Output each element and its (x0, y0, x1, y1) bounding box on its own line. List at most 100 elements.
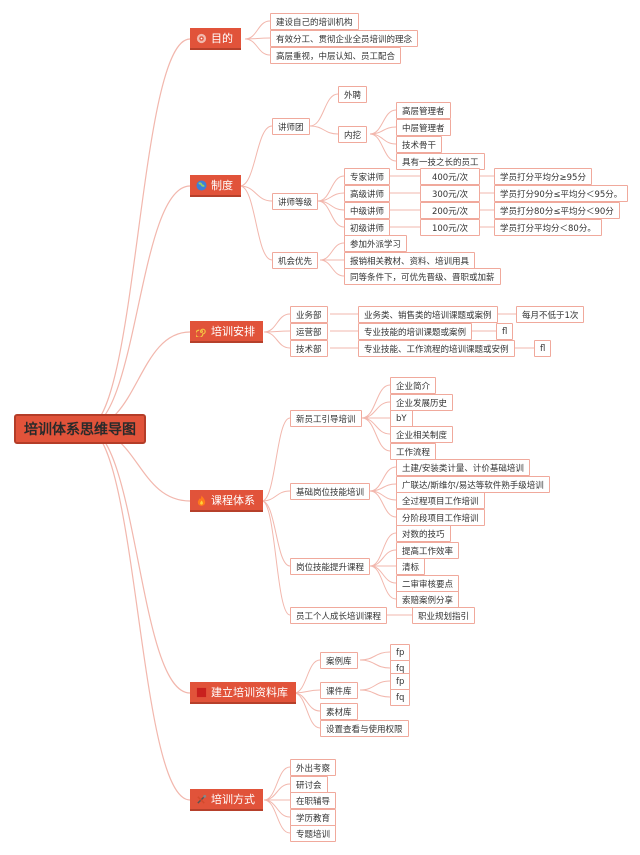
priority-item[interactable]: 报销相关教材、资料、培训用具 (344, 252, 476, 269)
course-item[interactable]: bY (390, 410, 413, 427)
dept-extra[interactable]: fl (496, 323, 514, 340)
level-fee[interactable]: 100元/次 (420, 219, 480, 236)
flame-icon (197, 494, 206, 506)
level-name[interactable]: 高级讲师 (344, 185, 391, 202)
branch-methods[interactable]: 培训方式 (190, 789, 263, 811)
internal-item[interactable]: 技术骨干 (396, 136, 443, 153)
course-item[interactable]: 企业简介 (390, 377, 437, 394)
connector-line (317, 200, 345, 228)
library-group[interactable]: 课件库 (320, 682, 358, 699)
library-group[interactable]: 素材库 (320, 703, 358, 720)
connector-line (244, 38, 271, 56)
branch-schedule[interactable]: 培训安排 (190, 321, 263, 343)
course-item[interactable]: 索赔案例分享 (396, 591, 460, 608)
internal-node[interactable]: 内挖 (338, 126, 368, 143)
connector-line (261, 417, 291, 502)
internal-item[interactable]: 中层管理者 (396, 119, 451, 136)
branch-goal[interactable]: 目的 (190, 28, 241, 50)
internal-item[interactable]: 高层管理者 (396, 102, 451, 119)
connector-line (319, 259, 345, 277)
connector-line (263, 799, 291, 818)
course-item[interactable]: 企业相关制度 (390, 426, 454, 443)
course-item[interactable]: 分阶段项目工作培训 (396, 509, 485, 526)
connector-line (244, 20, 271, 40)
course-item[interactable]: 二审审核要点 (396, 575, 460, 592)
connector-line (359, 651, 391, 661)
connector-line (319, 242, 345, 261)
course-item[interactable]: 提高工作效率 (396, 542, 460, 559)
method-item[interactable]: 学历教育 (290, 809, 337, 826)
branch-library[interactable]: 建立培训资料库 (190, 682, 296, 704)
course-group[interactable]: 基础岗位技能培训 (290, 483, 371, 500)
method-item[interactable]: 研讨会 (290, 776, 328, 793)
method-item[interactable]: 专题培训 (290, 825, 337, 842)
branch-courses[interactable]: 课程体系 (190, 490, 263, 512)
branch-system-label: 制度 (211, 179, 233, 192)
level-fee[interactable]: 300元/次 (420, 185, 480, 202)
dept-extra[interactable]: fl (534, 340, 552, 357)
goal-item[interactable]: 建设自己的培训机构 (270, 13, 359, 30)
dept-node[interactable]: 运营部 (290, 323, 328, 340)
course-item[interactable]: 职业规划指引 (412, 607, 476, 624)
spiral-icon (196, 328, 206, 337)
connector-line (369, 109, 397, 135)
course-group[interactable]: 员工个人成长培训课程 (290, 607, 388, 624)
course-item[interactable]: 企业发展历史 (390, 394, 454, 411)
goal-item[interactable]: 高层重视，中层认知、员工配合 (270, 47, 402, 64)
connector-line (261, 500, 291, 616)
course-item[interactable]: 广联达/斯维尔/易达等软件熟手级培训 (396, 476, 550, 493)
connector-line (369, 549, 397, 567)
connector-line (85, 427, 191, 801)
priority-item[interactable]: 同等条件下，可优先晋级、晋职或加薪 (344, 268, 501, 285)
method-item[interactable]: 外出考察 (290, 759, 337, 776)
level-criteria[interactable]: 学员打分80分≤平均分＜90分 (494, 202, 620, 219)
connector-line (369, 490, 397, 518)
connector-line (239, 125, 273, 187)
connector-line (239, 185, 273, 261)
connector-line (309, 125, 339, 135)
dept-content[interactable]: 专业技能的培训课题或案例 (358, 323, 473, 340)
priority-item[interactable]: 参加外派学习 (344, 235, 408, 252)
course-item[interactable]: 清标 (396, 558, 426, 575)
connector-line (369, 133, 397, 162)
priority-node[interactable]: 机会优先 (272, 252, 319, 269)
lecturers-node[interactable]: 讲师团 (272, 118, 310, 135)
method-item[interactable]: 在职辅导 (290, 792, 337, 809)
level-criteria[interactable]: 学员打分90分≤平均分＜95分。 (494, 185, 629, 202)
goal-item[interactable]: 有效分工、贯彻企业全员培训的理念 (270, 30, 419, 47)
connector-line (359, 680, 391, 691)
root-node[interactable]: 培训体系思维导图 (14, 414, 146, 444)
course-item[interactable]: 工作流程 (390, 443, 437, 460)
connector-line (359, 689, 391, 698)
dept-node[interactable]: 技术部 (290, 340, 328, 357)
level-fee[interactable]: 400元/次 (420, 168, 480, 185)
library-item[interactable]: fq (390, 689, 411, 706)
connector-line (263, 331, 291, 349)
level-criteria[interactable]: 学员打分平均分≥95分 (494, 168, 592, 185)
dept-content[interactable]: 业务类、销售类的培训课题或案例 (358, 306, 498, 323)
branch-courses-label: 课程体系 (211, 494, 255, 507)
level-fee[interactable]: 200元/次 (420, 202, 480, 219)
library-group[interactable]: 设置查看与使用权限 (320, 720, 409, 737)
level-criteria[interactable]: 学员打分平均分＜80分。 (494, 219, 602, 236)
dept-node[interactable]: 业务部 (290, 306, 328, 323)
course-item[interactable]: 全过程项目工作培训 (396, 492, 485, 509)
course-item[interactable]: 土建/安装类计量、计价基础培训 (396, 459, 530, 476)
course-group[interactable]: 岗位技能提升课程 (290, 558, 371, 575)
course-item[interactable]: 对数的技巧 (396, 525, 451, 542)
level-name[interactable]: 专家讲师 (344, 168, 391, 185)
dept-content[interactable]: 专业技能、工作流程的培训课题或安例 (358, 340, 515, 357)
external-node[interactable]: 外聘 (338, 86, 368, 103)
library-item[interactable]: fp (390, 673, 411, 690)
connector-line (361, 401, 391, 419)
branch-system[interactable]: 制度 (190, 175, 241, 197)
dept-extra[interactable]: 每月不低于1次 (516, 306, 585, 323)
level-name[interactable]: 中级讲师 (344, 202, 391, 219)
library-item[interactable]: fp (390, 644, 411, 661)
connector-line (317, 175, 345, 202)
levels-node[interactable]: 讲师等级 (272, 193, 319, 210)
level-name[interactable]: 初级讲师 (344, 219, 391, 236)
library-group[interactable]: 案例库 (320, 652, 358, 669)
course-group[interactable]: 新员工引导培训 (290, 410, 362, 427)
